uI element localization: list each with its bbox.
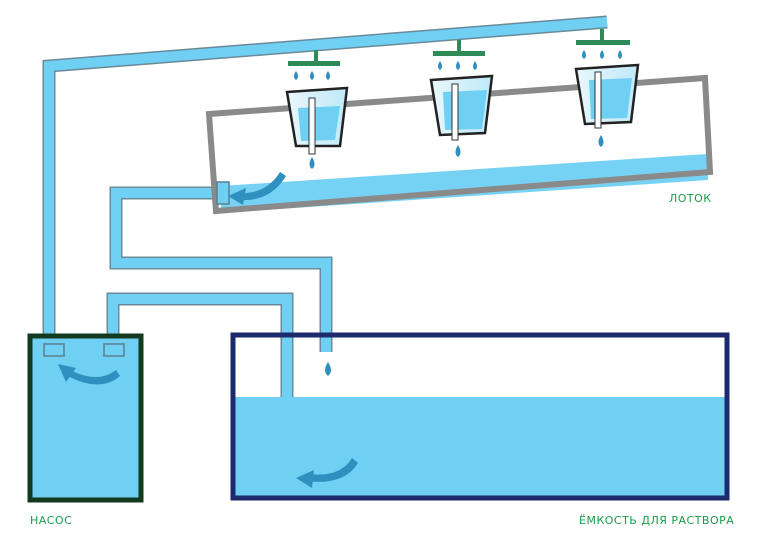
plant-pot-3 xyxy=(574,29,640,147)
tray-label: ЛОТОК xyxy=(669,192,712,205)
water-drop-icon xyxy=(455,145,461,157)
solution-tank xyxy=(230,332,730,501)
water-drop-icon xyxy=(438,61,477,70)
supply-pipe xyxy=(42,15,608,345)
sprinkler-icon xyxy=(288,50,340,66)
pump xyxy=(27,333,144,503)
water-drop-icon xyxy=(582,50,622,59)
flow-arrow-icon xyxy=(58,364,120,385)
plant-pot-1 xyxy=(285,50,349,169)
sprinkler-icon xyxy=(433,40,485,56)
drain-pipe xyxy=(109,186,333,352)
flow-arrow-icon xyxy=(228,172,286,205)
water-drop-icon xyxy=(294,71,330,80)
water-drop-icon xyxy=(598,135,604,147)
flow-arrow-icon xyxy=(296,458,358,488)
water-drop-icon xyxy=(309,157,315,169)
sprinkler-icon xyxy=(576,29,630,45)
pump-label: НАСОС xyxy=(30,514,73,527)
tank-label: ЁМКОСТЬ ДЛЯ РАСТВОРА xyxy=(579,514,735,527)
plant-pot-2 xyxy=(429,40,494,157)
water-drop-icon xyxy=(325,362,331,376)
tray xyxy=(205,74,714,215)
tank-to-pump-pipe xyxy=(106,292,294,472)
tray-drain-fitting xyxy=(216,181,230,205)
